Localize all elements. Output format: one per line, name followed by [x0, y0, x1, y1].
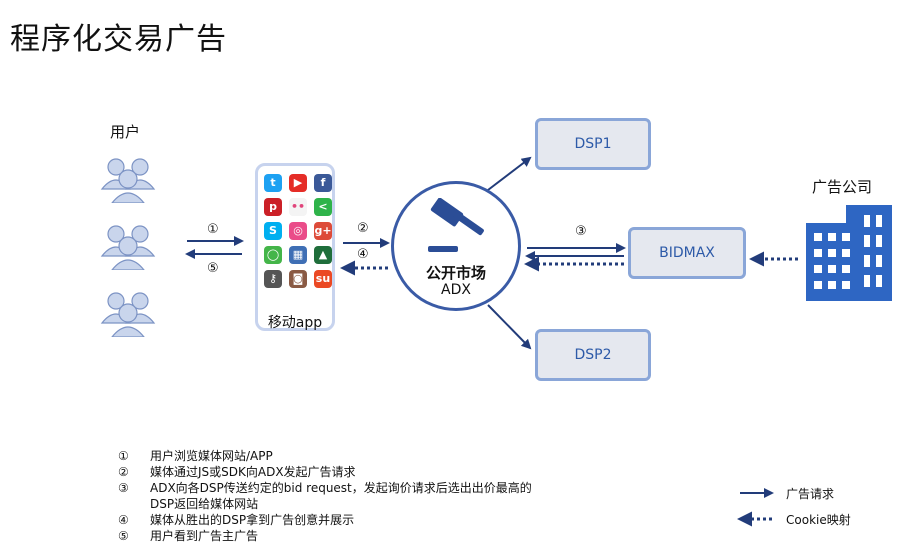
legend-step-number: ④	[118, 513, 129, 527]
share-icon[interactable]: <	[314, 198, 332, 216]
step-1-label: ①	[207, 222, 219, 237]
step-3-label: ③	[575, 224, 587, 239]
user-group-icon	[100, 158, 156, 203]
user-group-icon	[100, 225, 156, 270]
legend-step-number: ⑤	[118, 529, 129, 543]
mobile-app-phone: t ▶ f p •• < S ◎ g+ ◯ ▦ ▲ ⚷ ◙ su 移动app	[255, 163, 335, 331]
legend-step-text: ADX向各DSP传送约定的bid request，发起询价请求后选出出价最高的	[150, 481, 532, 495]
arrow-adx-to-dsp2	[487, 304, 532, 350]
adx-code: ADX	[441, 282, 471, 298]
skype-icon[interactable]: S	[264, 222, 282, 240]
gavel-icon	[428, 198, 484, 252]
delicious-icon[interactable]: ▦	[289, 246, 307, 264]
legend-step-number: ③	[118, 481, 129, 495]
legend-step-text: 媒体通过JS或SDK向ADX发起广告请求	[150, 465, 356, 479]
page-title: 程序化交易广告	[10, 22, 227, 57]
googleplus-icon[interactable]: g+	[314, 222, 332, 240]
legend-row: ③ ADX向各DSP传送约定的bid request，发起询价请求后选出出价最高的	[118, 480, 610, 496]
user-group-icon	[100, 292, 156, 337]
legend-row: ① 用户浏览媒体网站/APP	[118, 448, 610, 464]
company-label: 广告公司	[812, 178, 873, 196]
wechat-icon[interactable]: ◯	[264, 246, 282, 264]
key-dotted-label: Cookie映射	[786, 513, 851, 527]
key-solid-label: 广告请求	[786, 487, 835, 501]
dribbble-icon[interactable]: ◎	[289, 222, 307, 240]
step-4-label: ④	[357, 247, 369, 262]
key-icon[interactable]: ⚷	[264, 270, 282, 288]
step-2-label: ②	[357, 221, 369, 236]
twitter-icon[interactable]: t	[264, 174, 282, 192]
dsp2-box: DSP2	[535, 329, 651, 381]
arrow-adx-to-dsp1	[487, 156, 532, 191]
adx-name: 公开市场	[425, 264, 486, 282]
dsp1-box: DSP1	[535, 118, 651, 170]
building-icon	[806, 205, 892, 301]
bidmax-box: BIDMAX	[628, 227, 746, 279]
adx-circle: 公开市场 ADX	[391, 181, 521, 311]
youtube-icon[interactable]: ▶	[289, 174, 307, 192]
pinterest-icon[interactable]: p	[264, 198, 282, 216]
instagram-icon[interactable]: ◙	[289, 270, 307, 288]
vine-icon[interactable]: ▲	[314, 246, 332, 264]
legend-row: ④ 媒体从胜出的DSP拿到广告创意并展示	[118, 512, 610, 528]
stumbleupon-icon[interactable]: su	[314, 270, 332, 288]
users-label: 用户	[110, 123, 141, 141]
facebook-icon[interactable]: f	[314, 174, 332, 192]
legend-step-number: ①	[118, 449, 129, 463]
legend-step-text: DSP返回给媒体网站	[150, 497, 259, 511]
steps-legend: ① 用户浏览媒体网站/APP ② 媒体通过JS或SDK向ADX发起广告请求 ③ ADX向各…	[118, 448, 610, 544]
legend-row: ② 媒体通过JS或SDK向ADX发起广告请求	[118, 464, 610, 480]
flickr-icon[interactable]: ••	[289, 198, 307, 216]
app-icon-grid: t ▶ f p •• < S ◎ g+ ◯ ▦ ▲ ⚷ ◙ su	[264, 174, 332, 288]
legend-row: ⑤ 用户看到广告主广告	[118, 528, 610, 544]
legend-row: DSP返回给媒体网站	[118, 496, 610, 512]
legend-step-text: 用户浏览媒体网站/APP	[150, 449, 273, 463]
mobile-app-label: 移动app	[267, 315, 323, 331]
step-5-label: ⑤	[207, 261, 219, 276]
legend-step-text: 媒体从胜出的DSP拿到广告创意并展示	[150, 513, 355, 527]
legend-step-number: ②	[118, 465, 129, 479]
legend-step-number	[118, 496, 150, 512]
legend-step-text: 用户看到广告主广告	[150, 529, 259, 543]
